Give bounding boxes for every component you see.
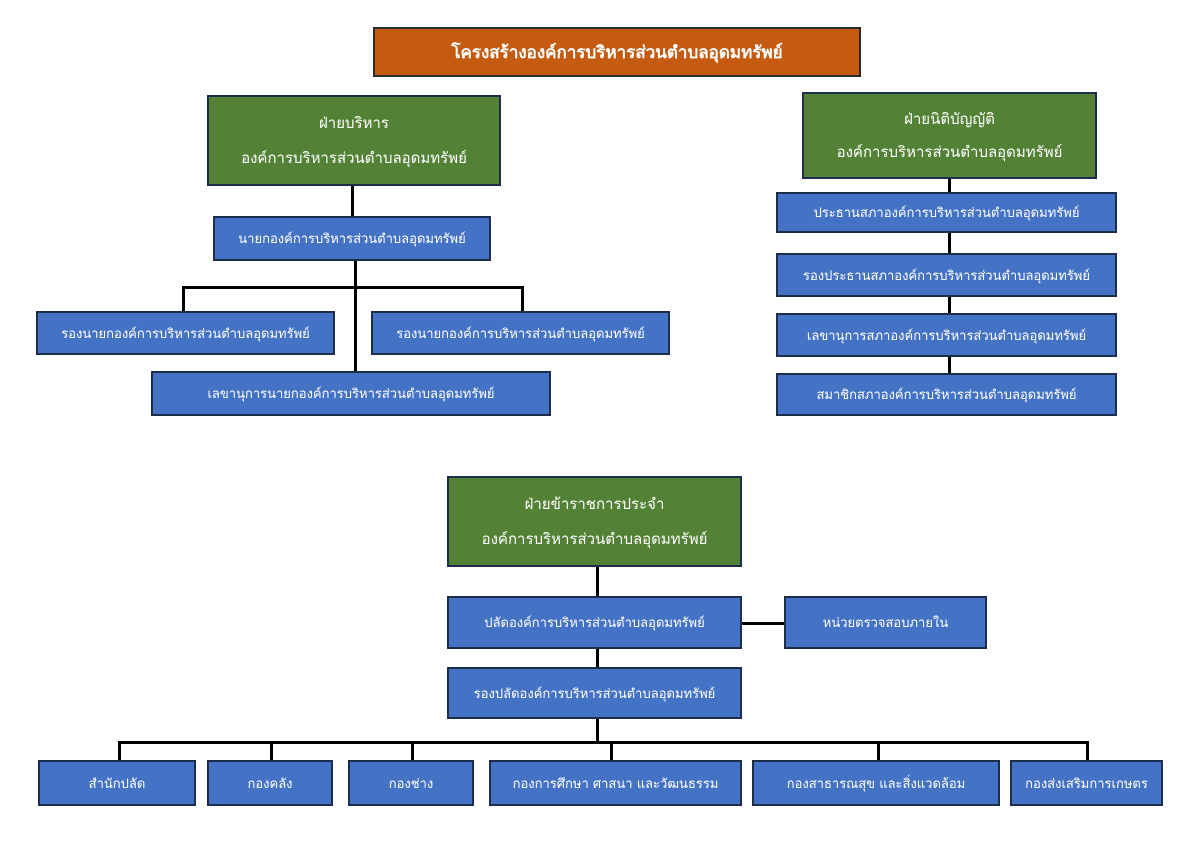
- legislative-header-line1: ฝ่ายนิติบัญญัติ: [904, 109, 995, 128]
- mayor-secretary-box: เลขานุการนายกองค์การบริหารส่วนตำบลอุดมทร…: [151, 371, 551, 416]
- legislative-header-line2: องค์การบริหารส่วนตำบลอุดมทรัพย์: [836, 143, 1063, 162]
- civil-service-header-line1: ฝ่ายข้าราชการประจำ: [524, 494, 665, 513]
- connector-deputy-right: [521, 286, 524, 312]
- mayor-box: นายกองค์การบริหารส่วนตำบลอุดมทรัพย์: [213, 216, 491, 261]
- connector-mayor-secretary: [354, 260, 357, 372]
- executive-header: ฝ่ายบริหาร องค์การบริหารส่วนตำบลอุดมทรัพ…: [207, 95, 501, 186]
- civil-service-header: ฝ่ายข้าราชการประจำ องค์การบริหารส่วนตำบล…: [447, 476, 742, 567]
- connector-leg-3-4: [948, 356, 951, 374]
- connector-leg-header: [948, 178, 951, 193]
- internal-audit-box: หน่วยตรวจสอบภายใน: [784, 596, 987, 649]
- civil-service-header-line2: องค์การบริหารส่วนตำบลอุดมทรัพย์: [481, 530, 708, 549]
- council-vice-president-box: รองประธานสภาองค์การบริหารส่วนตำบลอุดมทรั…: [776, 253, 1117, 297]
- connector-division-3: [411, 741, 414, 761]
- division-agriculture-promotion: กองส่งเสริมการเกษตร: [1010, 760, 1163, 806]
- council-president-box: ประธานสภาองค์การบริหารส่วนตำบลอุดมทรัพย์: [776, 192, 1117, 233]
- connector-divisions-bar: [118, 741, 1089, 744]
- council-member-box: สมาชิกสภาองค์การบริหารส่วนตำบลอุดมทรัพย์: [776, 373, 1117, 416]
- executive-header-line2: องค์การบริหารส่วนตำบลอุดมทรัพย์: [241, 149, 467, 168]
- deputy-mayor-right-box: รองนายกองค์การบริหารส่วนตำบลอุดมทรัพย์: [371, 311, 670, 355]
- connector-division-5: [877, 741, 880, 761]
- connector-civil-header-permsec: [596, 566, 599, 597]
- connector-leg-2-3: [948, 296, 951, 314]
- connector-permsec-deputy: [596, 648, 599, 668]
- connector-deputy-left: [182, 286, 185, 312]
- division-public-health-environment: กองสาธารณสุข และสิ่งแวดล้อม: [752, 760, 1000, 806]
- connector-division-1: [118, 741, 121, 761]
- division-engineering: กองช่าง: [348, 760, 474, 806]
- division-education-religion-culture: กองการศึกษา ศาสนา และวัฒนธรรม: [489, 760, 742, 806]
- deputy-permanent-secretary-box: รองปลัดองค์การบริหารส่วนตำบลอุดมทรัพย์: [447, 667, 742, 719]
- permanent-secretary-box: ปลัดองค์การบริหารส่วนตำบลอุดมทรัพย์: [447, 596, 742, 649]
- executive-header-line1: ฝ่ายบริหาร: [319, 113, 389, 132]
- connector-division-4: [610, 741, 613, 761]
- connector-exec-header-mayor: [351, 185, 354, 217]
- connector-division-2: [270, 741, 273, 761]
- connector-deputies-bar: [182, 286, 524, 289]
- connector-permsec-audit: [742, 622, 785, 625]
- connector-leg-1-2: [948, 232, 951, 254]
- org-chart-title: โครงสร้างองค์การบริหารส่วนตำบลอุดมทรัพย์: [373, 27, 861, 77]
- division-office-of-secretary: สำนักปลัด: [38, 760, 196, 806]
- council-secretary-box: เลขานุการสภาองค์การบริหารส่วนตำบลอุดมทรั…: [776, 313, 1117, 357]
- division-finance: กองคลัง: [207, 760, 333, 806]
- connector-deputy-divisions: [596, 718, 599, 742]
- legislative-header: ฝ่ายนิติบัญญัติ องค์การบริหารส่วนตำบลอุด…: [802, 92, 1097, 179]
- deputy-mayor-left-box: รองนายกองค์การบริหารส่วนตำบลอุดมทรัพย์: [36, 311, 335, 355]
- connector-division-6: [1086, 741, 1089, 761]
